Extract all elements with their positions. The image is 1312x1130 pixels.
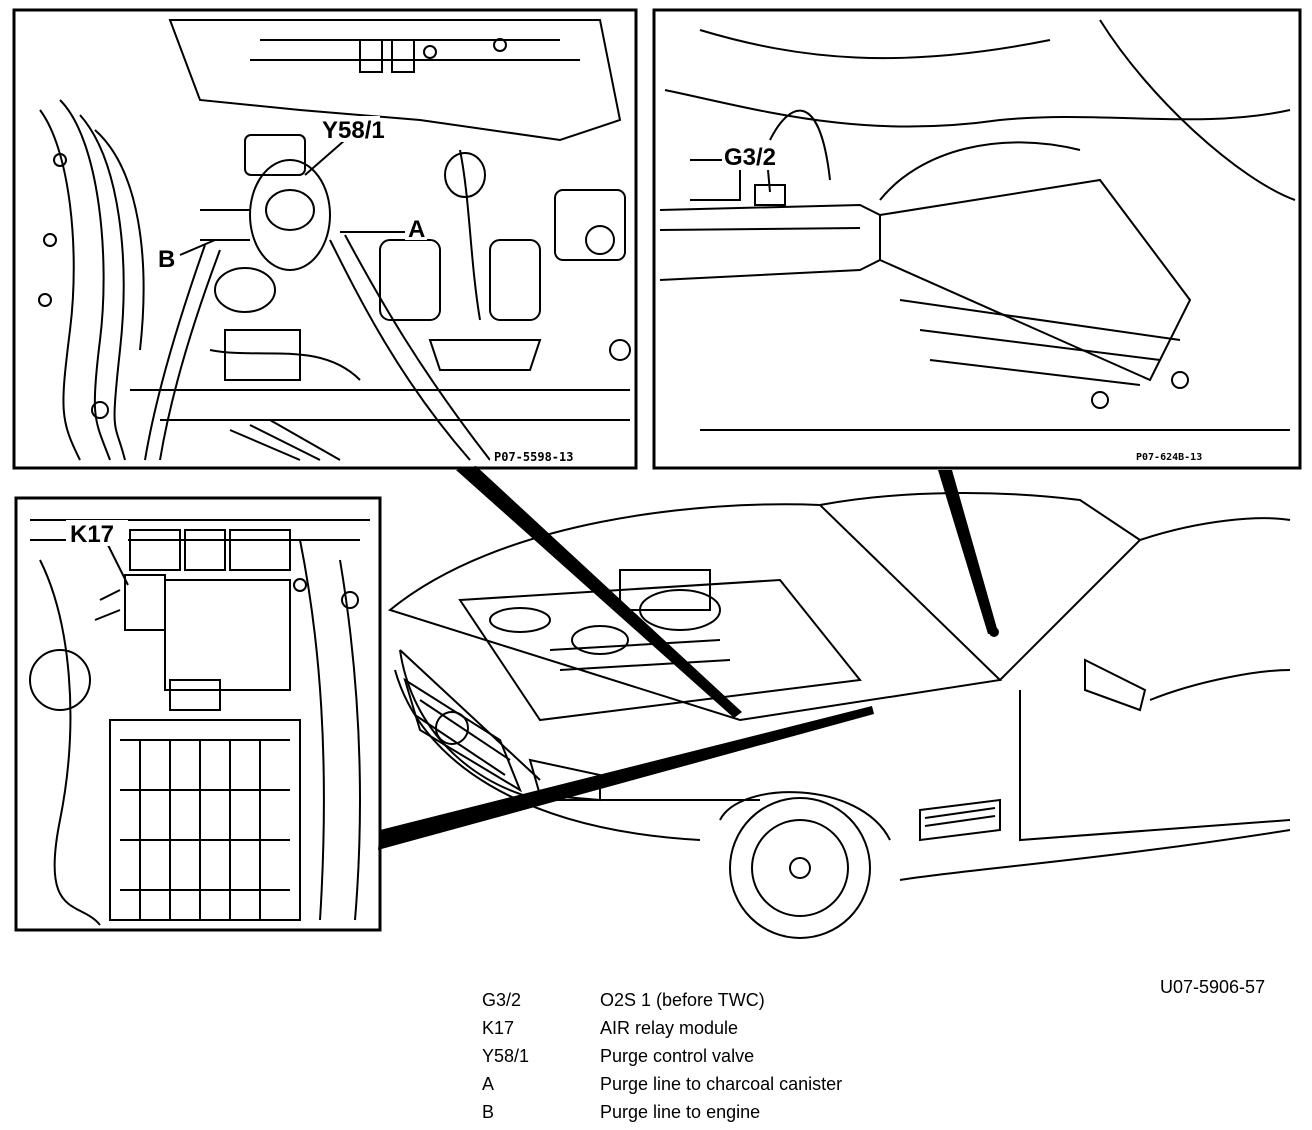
a-callout: A (408, 216, 425, 243)
vehicle-overview (387, 492, 1291, 939)
engine-bay-detail-panel: Y58/1 A B P07-5598-13 (12, 8, 638, 470)
legend-row: A Purge line to charcoal canister (482, 1070, 1002, 1098)
legend-code: A (482, 1074, 495, 1094)
legend-row: G3/2 O2S 1 (before TWC) (482, 986, 1002, 1014)
y58-1-callout: Y58/1 (322, 117, 385, 144)
figure-id: U07-5906-57 (1160, 977, 1265, 997)
legend-description: Purge line to engine (600, 1102, 761, 1122)
legend-code: Y58/1 (482, 1046, 530, 1066)
legend-row: K17 AIR relay module (482, 1014, 1002, 1042)
legend-description: Purge line to charcoal canister (600, 1074, 843, 1094)
b-callout: B (158, 246, 175, 273)
legend-description: AIR relay module (600, 1018, 739, 1038)
legend-row: B Purge line to engine (482, 1098, 1002, 1126)
k17-callout: K17 (70, 521, 114, 548)
component-legend: G3/2 O2S 1 (before TWC) K17 AIR relay mo… (482, 986, 1002, 1126)
pointer-wedges (378, 466, 999, 850)
legend-row: Y58/1 Purge control valve (482, 1042, 1002, 1070)
relay-module-detail-panel: K17 (14, 496, 382, 932)
g3-2-callout: G3/2 (724, 144, 776, 171)
exhaust-detail-panel: G3/2 P07-624B-13 (652, 8, 1302, 470)
legend-code: B (482, 1102, 495, 1122)
exhaust-panel-ref: P07-624B-13 (1136, 452, 1202, 463)
legend-description: O2S 1 (before TWC) (600, 990, 765, 1010)
legend-code: G3/2 (482, 990, 522, 1010)
legend-description: Purge control valve (600, 1046, 755, 1066)
engine-bay-panel-ref: P07-5598-13 (494, 450, 573, 464)
legend-code: K17 (482, 1018, 515, 1038)
